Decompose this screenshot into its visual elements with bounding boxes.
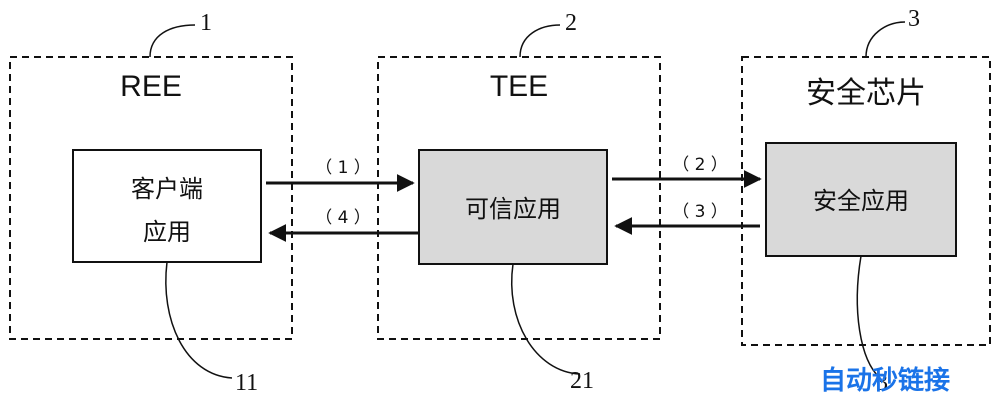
arrow-4: （ 4 ） [268,208,419,242]
arrow-1: （ 1 ） [266,158,415,192]
zone-chip-leader [865,21,906,58]
zone-ree-title: REE [120,70,182,103]
zone-tee-title: TEE [490,70,548,103]
box-trusted-app-ref: 21 [570,368,594,394]
box-client-app-line2: 应用 [143,218,191,246]
zone-tee-border [377,56,661,340]
arrow-3-label: （ 3 ） [672,202,728,222]
watermark: 自动秒链接 [820,365,950,396]
zone-tee: TEE 2 [377,10,661,340]
zone-tee-leader [519,24,561,58]
arrow-1-label: （ 1 ） [315,158,371,178]
arrow-3: （ 3 ） [614,202,760,235]
arrow-4-label: （ 4 ） [315,208,371,228]
arrow-2: （ 2 ） [612,155,762,188]
box-trusted-app-label: 可信应用 [465,195,561,223]
zone-chip-ref: 3 [908,6,920,32]
box-client-app-rect [72,149,262,263]
box-security-app: 安全应用 3 [765,142,957,396]
zone-ree-border [9,56,293,340]
box-client-app: 客户端 应用 11 [72,149,262,396]
zone-chip-title: 安全芯片 [806,77,926,110]
box-client-app-line1: 客户端 [131,175,203,203]
zone-ree-ref: 1 [200,10,212,36]
zone-ree-leader [149,24,196,58]
zone-tee-ref: 2 [565,10,577,36]
arrow-2-label: （ 2 ） [672,155,728,175]
box-trusted-app-leader [511,263,581,375]
box-security-app-label: 安全应用 [813,187,909,215]
box-security-app-ref: 3 [876,370,888,396]
zone-ree: REE 1 [9,10,293,340]
box-security-app-rect [765,142,957,257]
box-trusted-app: 可信应用 21 [418,149,608,394]
watermark-text: 自动秒链接 [820,365,950,396]
box-client-app-leader [165,261,233,379]
box-security-app-leader [856,255,881,379]
box-client-app-ref: 11 [235,370,258,396]
box-trusted-app-rect [418,149,608,265]
zone-security-chip: 安全芯片 3 [741,6,991,346]
